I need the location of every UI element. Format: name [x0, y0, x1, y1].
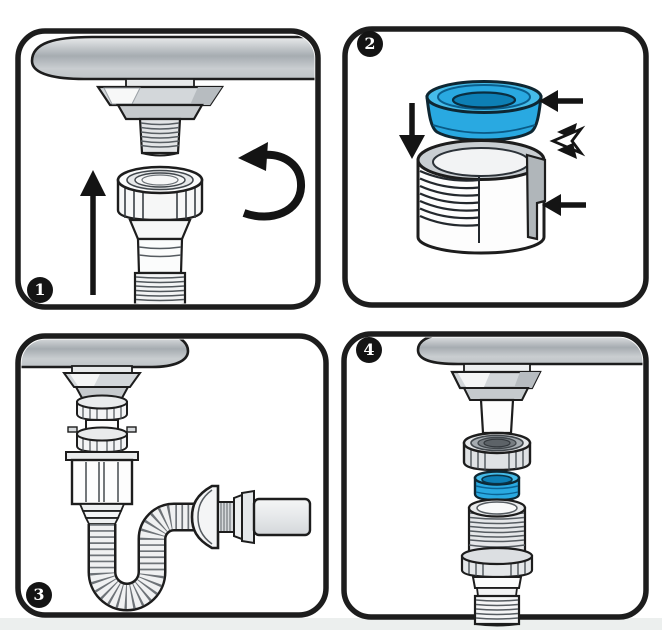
step-1-drawing [15, 28, 321, 310]
step-2-drawing [342, 26, 649, 308]
flexible-hose [87, 502, 204, 612]
coupling-nut-hose [116, 165, 204, 304]
blue-washer [473, 470, 521, 502]
escutcheon [190, 484, 220, 550]
down-arrow-icon [399, 103, 425, 159]
step-3-badge: 3 [26, 582, 52, 608]
drain-flange [450, 363, 542, 401]
threaded-tailpiece [138, 117, 182, 157]
wall-pipe [252, 497, 312, 537]
sink-basin [30, 35, 315, 81]
blue-washer [425, 80, 543, 142]
drain-flange [95, 78, 225, 121]
step-2-badge: 2 [357, 31, 383, 57]
step-1-badge: 1 [27, 277, 53, 303]
lower-nut [460, 546, 534, 597]
step-4-drawing [341, 331, 649, 627]
sink-basin [416, 337, 643, 366]
tailpiece [479, 398, 515, 436]
step-4-panel: 4 [340, 330, 650, 630]
internal-threads [419, 169, 480, 227]
left-arrow-icon-2 [542, 194, 586, 216]
upper-slip-nuts [76, 394, 128, 454]
step-1-panel: 1 [14, 27, 322, 311]
rotate-counterclockwise-arrow-icon [238, 142, 305, 221]
step-4-badge: 4 [356, 337, 382, 363]
sink-basin [21, 339, 190, 369]
nut-cutaway [416, 139, 547, 255]
wall-outlet [190, 484, 312, 550]
trap-body [65, 426, 139, 525]
step-3-drawing [15, 333, 329, 618]
threaded-adapter [467, 498, 527, 554]
left-arrow-icon [539, 90, 583, 112]
panel-border [15, 333, 329, 618]
step-2-panel: 2 [341, 25, 650, 309]
up-arrow-icon [80, 170, 106, 295]
insert-arrows-icon [549, 123, 586, 159]
slip-nut [462, 431, 532, 472]
hose-end-overlapping-border [473, 594, 521, 627]
step-3-panel: 3 [14, 332, 330, 619]
